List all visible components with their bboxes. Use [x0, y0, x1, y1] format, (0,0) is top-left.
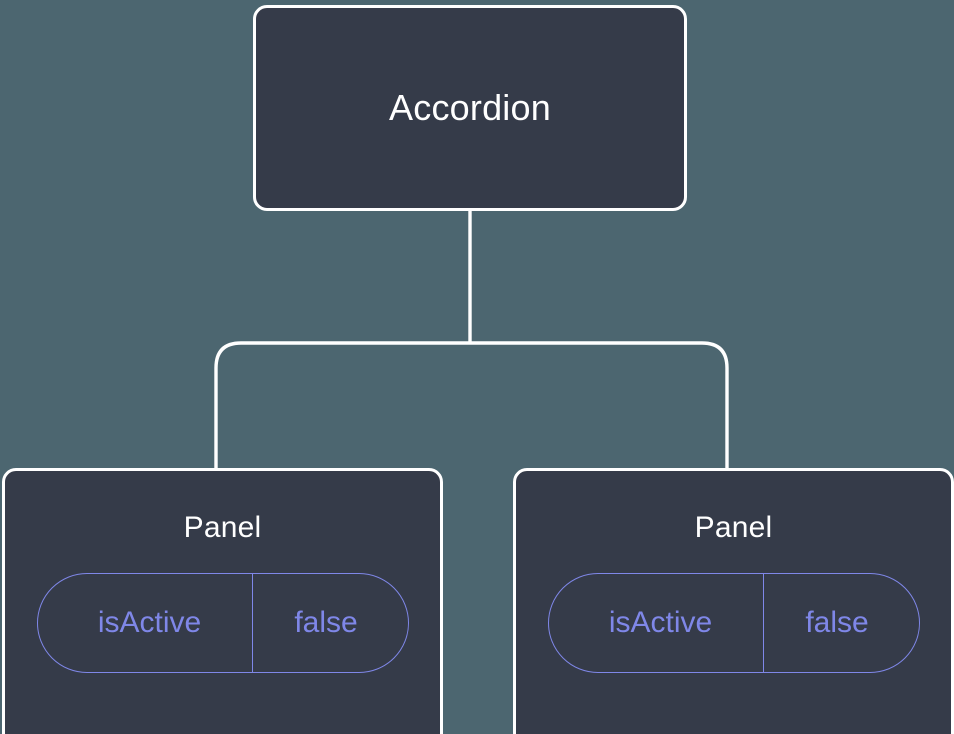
- edge-root-to-panel-right: [470, 341, 729, 470]
- prop-key-isactive-left: isActive: [38, 574, 253, 672]
- node-panel-left-label: Panel: [183, 511, 262, 544]
- edge-root-to-panel-left: [214, 341, 470, 470]
- node-panel-right-label: Panel: [694, 511, 773, 544]
- node-panel-left[interactable]: Panel isActive false: [2, 468, 443, 734]
- prop-pill-left[interactable]: isActive false: [36, 573, 409, 673]
- node-panel-right[interactable]: Panel isActive false: [513, 468, 954, 734]
- prop-key-isactive-right: isActive: [549, 574, 764, 672]
- node-accordion-label: Accordion: [389, 87, 551, 128]
- prop-value-isactive-right: false: [805, 606, 869, 639]
- prop-pill-right[interactable]: isActive false: [547, 573, 920, 673]
- prop-value-isactive-left: false: [294, 606, 358, 639]
- node-accordion[interactable]: Accordion: [253, 5, 687, 211]
